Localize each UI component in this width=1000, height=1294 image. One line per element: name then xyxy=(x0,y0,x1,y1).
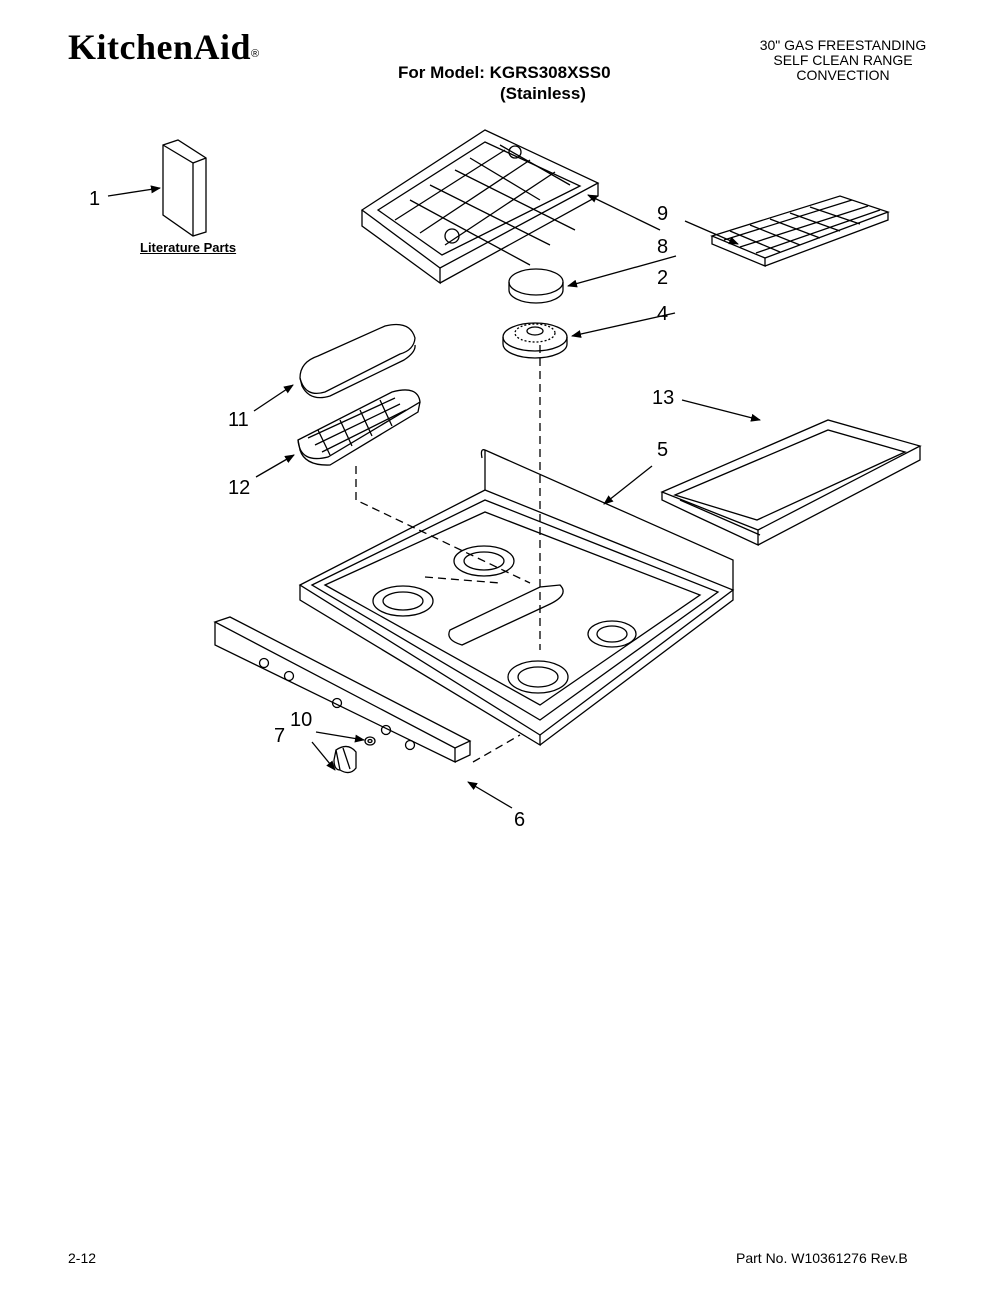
callout-9: 9 xyxy=(657,203,668,225)
model-finish: (Stainless) xyxy=(500,84,586,103)
literature-parts-label: Literature Parts xyxy=(140,240,237,255)
callout-11: 11 xyxy=(228,409,249,431)
literature-booklet xyxy=(162,139,207,237)
griddle xyxy=(660,419,922,547)
callout-8: 8 xyxy=(657,236,668,258)
product-line-2: SELF CLEAN RANGE xyxy=(773,52,913,68)
oval-cover xyxy=(299,323,416,399)
side-grate xyxy=(710,195,890,267)
callout-1: 1 xyxy=(89,188,100,210)
assembly-guides xyxy=(355,345,541,763)
callout-4: 4 xyxy=(657,303,668,325)
page-number: 2-12 xyxy=(68,1250,97,1266)
product-line-1: 30" GAS FREESTANDING xyxy=(759,37,927,53)
oval-burner xyxy=(297,389,421,466)
control-knob xyxy=(333,745,357,774)
model-heading: For Model: KGRS308XSS0 (Stainless) xyxy=(398,62,611,104)
callout-2: 2 xyxy=(657,267,668,289)
cooktop xyxy=(298,449,735,747)
part-number: Part No. W10361276 Rev.B xyxy=(736,1250,908,1266)
main-grate xyxy=(360,129,600,285)
brand-logo: KitchenAid® xyxy=(68,27,260,67)
product-description: 30" GAS FREESTANDING SELF CLEAN RANGE CO… xyxy=(748,38,938,83)
model-line: For Model: KGRS308XSS0 xyxy=(398,63,611,82)
callout-5: 5 xyxy=(657,439,668,461)
leader-lines xyxy=(107,185,761,809)
knob-washer xyxy=(364,736,376,746)
burner-cap xyxy=(508,268,564,304)
callout-13: 13 xyxy=(652,387,674,409)
product-line-3: CONVECTION xyxy=(796,67,890,83)
manifold-panel xyxy=(213,616,472,764)
callout-6: 6 xyxy=(514,809,525,831)
burner-base xyxy=(502,322,568,359)
callout-7: 7 xyxy=(274,725,285,747)
callout-12: 12 xyxy=(228,477,250,499)
callout-10: 10 xyxy=(290,709,312,731)
